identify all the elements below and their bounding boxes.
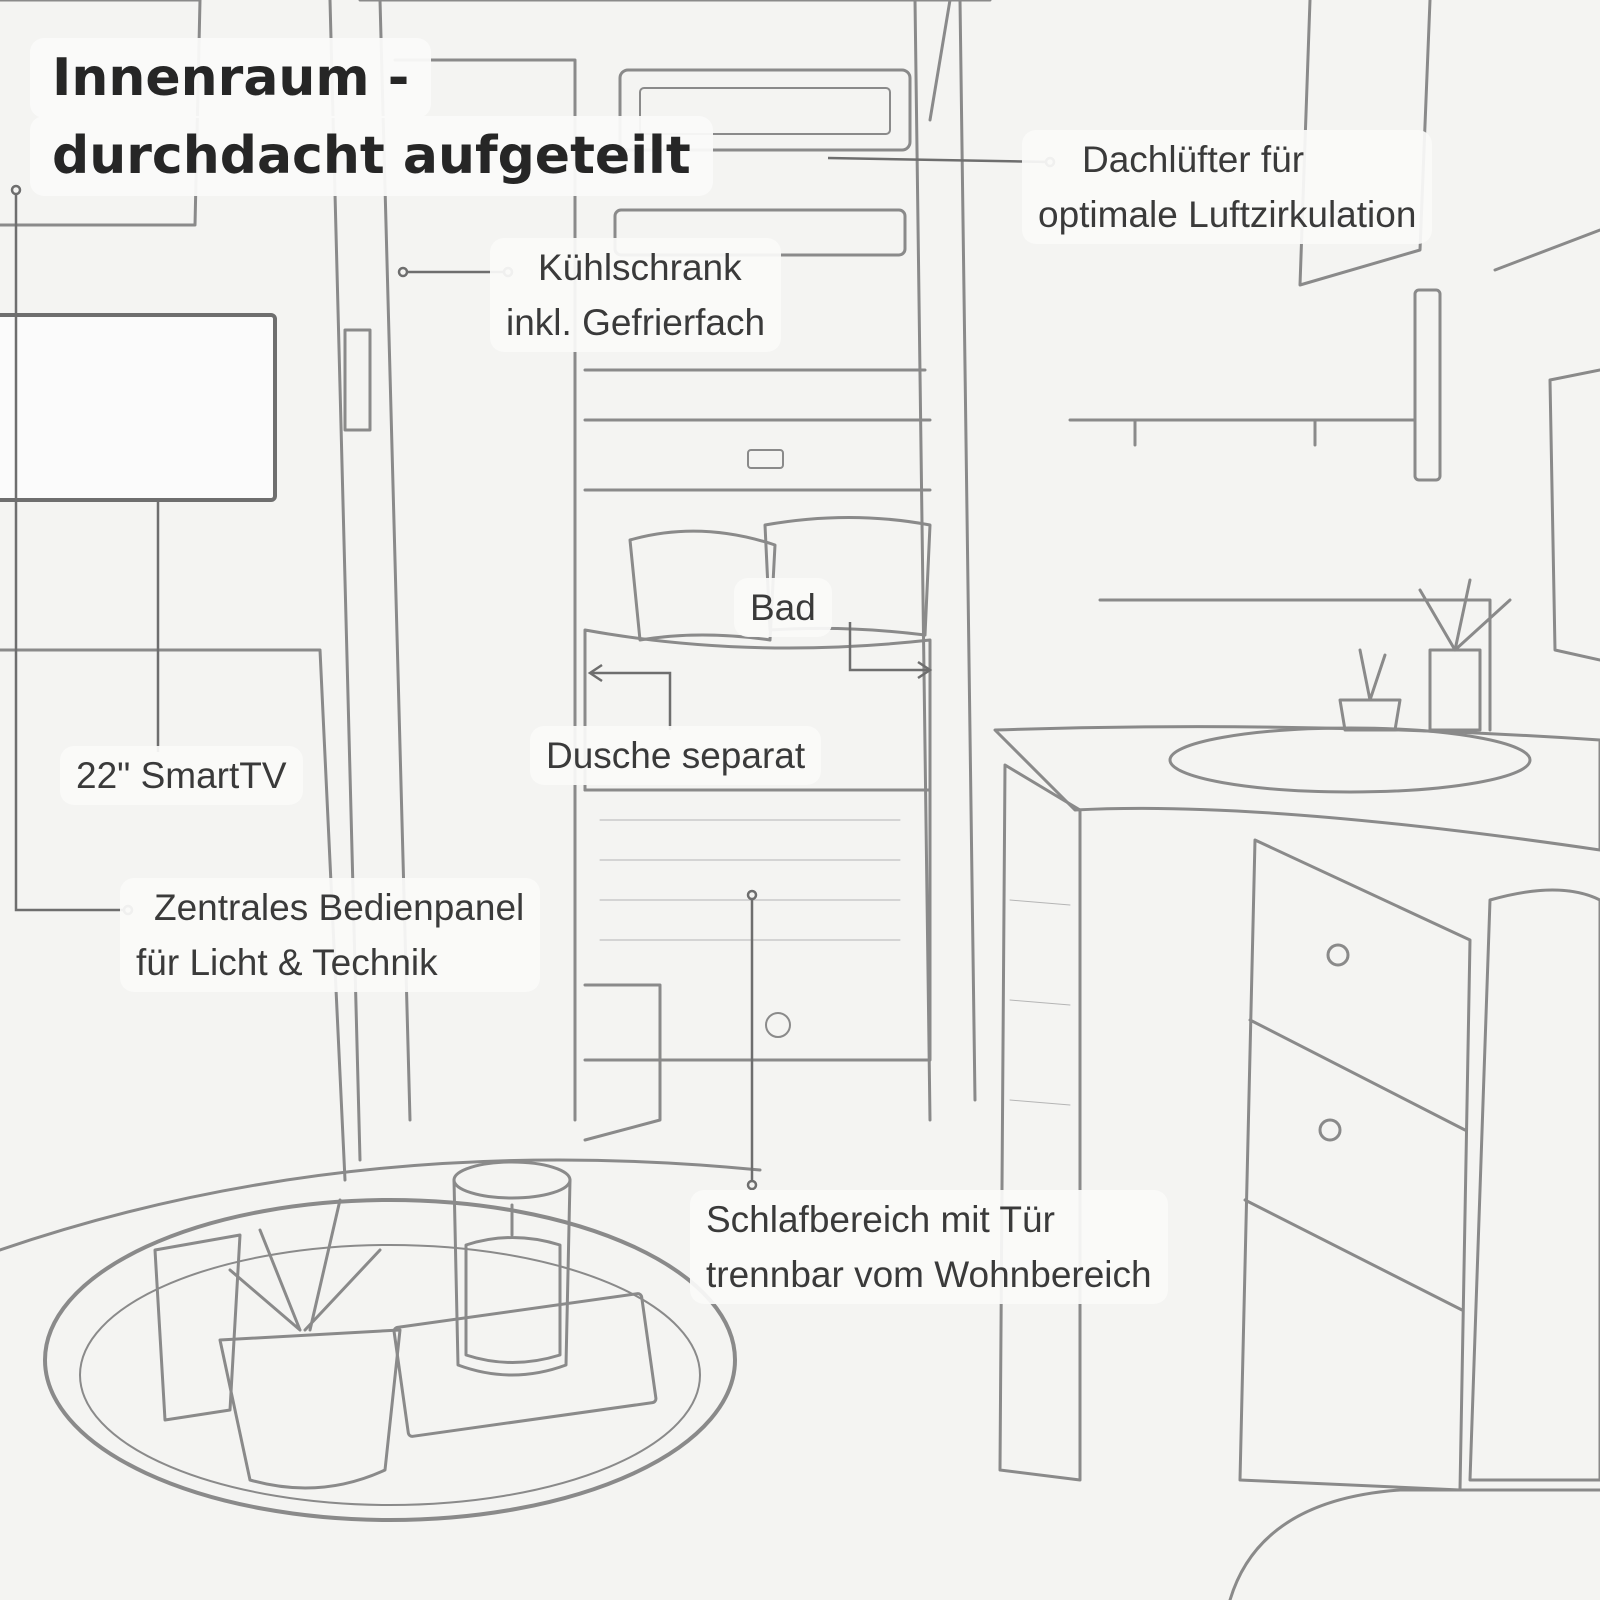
plant-in-mug	[228, 1198, 382, 1332]
page-title: Innenraum - durchdacht aufgeteilt	[30, 38, 713, 196]
backsplash	[1098, 598, 1492, 732]
label-tv-line-1: 22" SmartTV	[76, 755, 287, 796]
bed-base	[583, 788, 932, 1062]
bed-headboard	[583, 368, 932, 492]
leader-roof-vent	[827, 156, 1051, 164]
step	[583, 983, 662, 1142]
label-roof-vent-line-2: optimale Luftzirkulation	[1038, 194, 1417, 235]
leader-shower	[590, 671, 672, 730]
mattress	[583, 628, 932, 792]
label-fridge-line-2: inkl. Gefrierfach	[506, 302, 766, 343]
label-sleeping-area-line-1: Schlafbereich mit Tür	[706, 1199, 1055, 1240]
plant-right	[1418, 578, 1512, 732]
label-control-panel-line-2: für Licht & Technik	[136, 942, 438, 983]
cup-back	[153, 1233, 242, 1422]
wicker-tray	[43, 1198, 737, 1522]
label-bathroom-line-1: Bad	[750, 587, 816, 628]
pendant-lamp	[1413, 288, 1442, 482]
seat-right	[1468, 888, 1600, 1482]
window-frame	[1548, 368, 1600, 662]
left-wall-panel	[0, 648, 347, 1182]
title-line-1: Innenraum -	[30, 38, 432, 118]
plant-small	[1338, 648, 1402, 732]
mug	[218, 1328, 402, 1490]
shelf-pegs	[1133, 418, 1317, 447]
candle-glass	[452, 1178, 572, 1377]
seat-bottom	[1228, 1488, 1600, 1600]
label-control-panel-line-1: Zentrales Bedienpanel	[154, 887, 525, 928]
label-sleeping-area-line-2: trennbar vom Wohnbereich	[706, 1254, 1152, 1295]
book	[392, 1292, 658, 1438]
label-control-panel: Zentrales Bedienpanel für Licht & Techni…	[120, 878, 541, 992]
candle-glass-top	[452, 1160, 572, 1200]
doorframe-right	[913, 0, 977, 1122]
cabinet-left	[998, 763, 1082, 1482]
label-sleeping-area: Schlafbereich mit Tür trennbar vom Wohnb…	[690, 1190, 1168, 1304]
leader-control-panel	[14, 190, 128, 912]
label-bathroom: Bad	[734, 578, 832, 637]
roof-vent-1	[618, 68, 912, 152]
ceiling-top	[358, 0, 992, 122]
leader-bathroom	[848, 622, 930, 672]
counter-top	[993, 725, 1600, 852]
table-edge	[0, 1158, 762, 1252]
title-line-2: durchdacht aufgeteilt	[30, 116, 713, 196]
label-shower-line-1: Dusche separat	[546, 735, 806, 776]
candle	[464, 1203, 562, 1364]
label-roof-vent-line-1: Dachlüfter für	[1082, 139, 1305, 180]
label-tv: 22" SmartTV	[60, 746, 303, 805]
cabinet-drawers	[1238, 838, 1472, 1492]
label-roof-vent: Dachlüfter für optimale Luftzirkulation	[1022, 130, 1433, 244]
label-fridge: Kühlschrank inkl. Gefrierfach	[490, 238, 782, 352]
label-shower: Dusche separat	[530, 726, 822, 785]
label-fridge-line-1: Kühlschrank	[538, 247, 742, 288]
wall-switch	[343, 328, 372, 432]
tv-screen	[0, 313, 277, 502]
sink	[1168, 726, 1532, 794]
